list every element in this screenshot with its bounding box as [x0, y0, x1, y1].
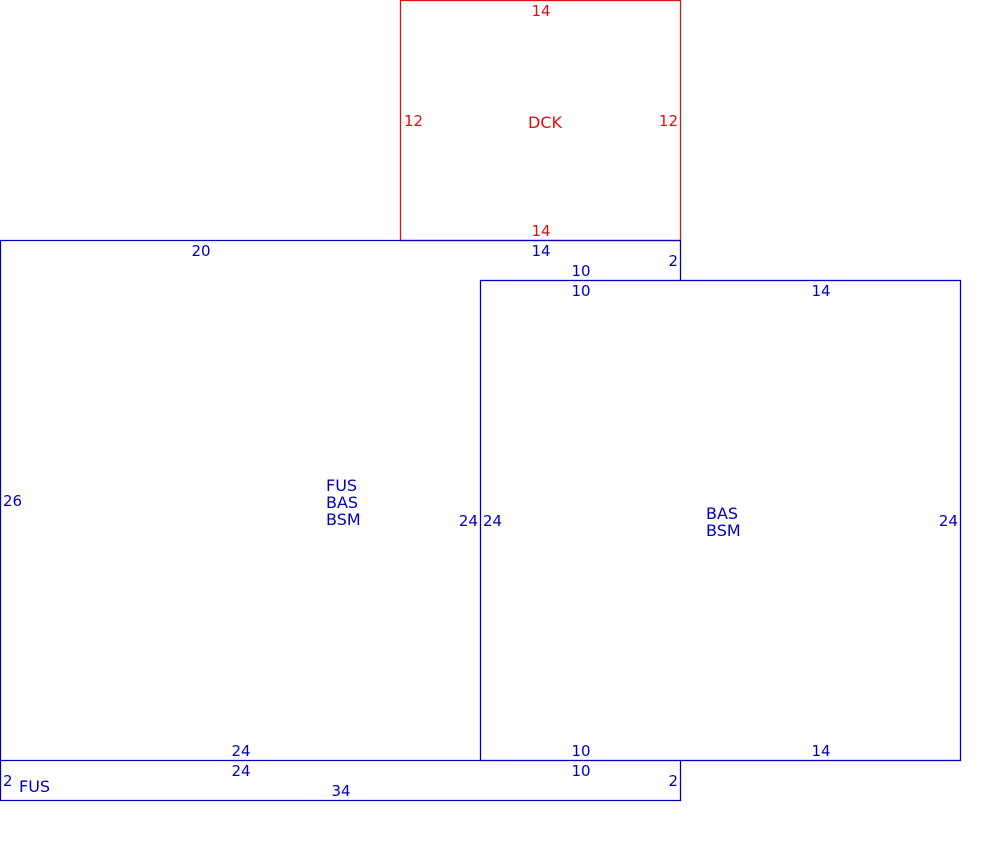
bottom-strip-outline	[0, 760, 682, 802]
main-structure: 20 14 26 24 24 FUS BAS BSM 10 2 10 14 24…	[0, 239, 962, 802]
bottom-strip-dim-top-left: 24	[231, 762, 250, 780]
deck-dim-right: 12	[659, 112, 678, 130]
deck-section: 14 12 12 14 DCK	[399, 0, 682, 242]
left-block-dim-right: 24	[459, 512, 478, 530]
bottom-strip-dim-bottom: 34	[331, 782, 350, 800]
deck-dim-top: 14	[531, 2, 550, 20]
left-block-outline	[0, 239, 682, 762]
bottom-strip-label: FUS	[19, 777, 50, 796]
left-block-dim-bottom: 24	[231, 742, 250, 760]
right-block-dim-right: 24	[939, 512, 958, 530]
connector-dim-bottom: 10	[571, 262, 590, 280]
right-block-dim-bottom-right: 14	[811, 742, 830, 760]
right-block-dim-left: 24	[483, 512, 502, 530]
deck-dim-left: 12	[404, 112, 423, 130]
left-block-label-1: FUS	[326, 476, 357, 495]
right-block-outline	[479, 279, 962, 762]
left-block-label-3: BSM	[326, 510, 361, 529]
right-block-dim-top-left: 10	[571, 282, 590, 300]
right-block-label-1: BAS	[706, 504, 738, 523]
left-block-dim-top-right: 14	[531, 242, 550, 260]
right-block-dim-top-right: 14	[811, 282, 830, 300]
bottom-strip-dim-left: 2	[3, 772, 13, 790]
bottom-strip-dim-top-right: 10	[571, 762, 590, 780]
deck-label: DCK	[528, 113, 562, 132]
bottom-strip-dim-right: 2	[668, 772, 678, 790]
left-block-dim-left: 26	[3, 492, 22, 510]
deck-dim-bottom: 14	[531, 222, 550, 240]
left-block-label-2: BAS	[326, 493, 358, 512]
connector-dim-right: 2	[668, 252, 678, 270]
left-block-dim-top: 20	[191, 242, 210, 260]
right-block-label-2: BSM	[706, 521, 741, 540]
right-block-dim-bottom-left: 10	[571, 742, 590, 760]
